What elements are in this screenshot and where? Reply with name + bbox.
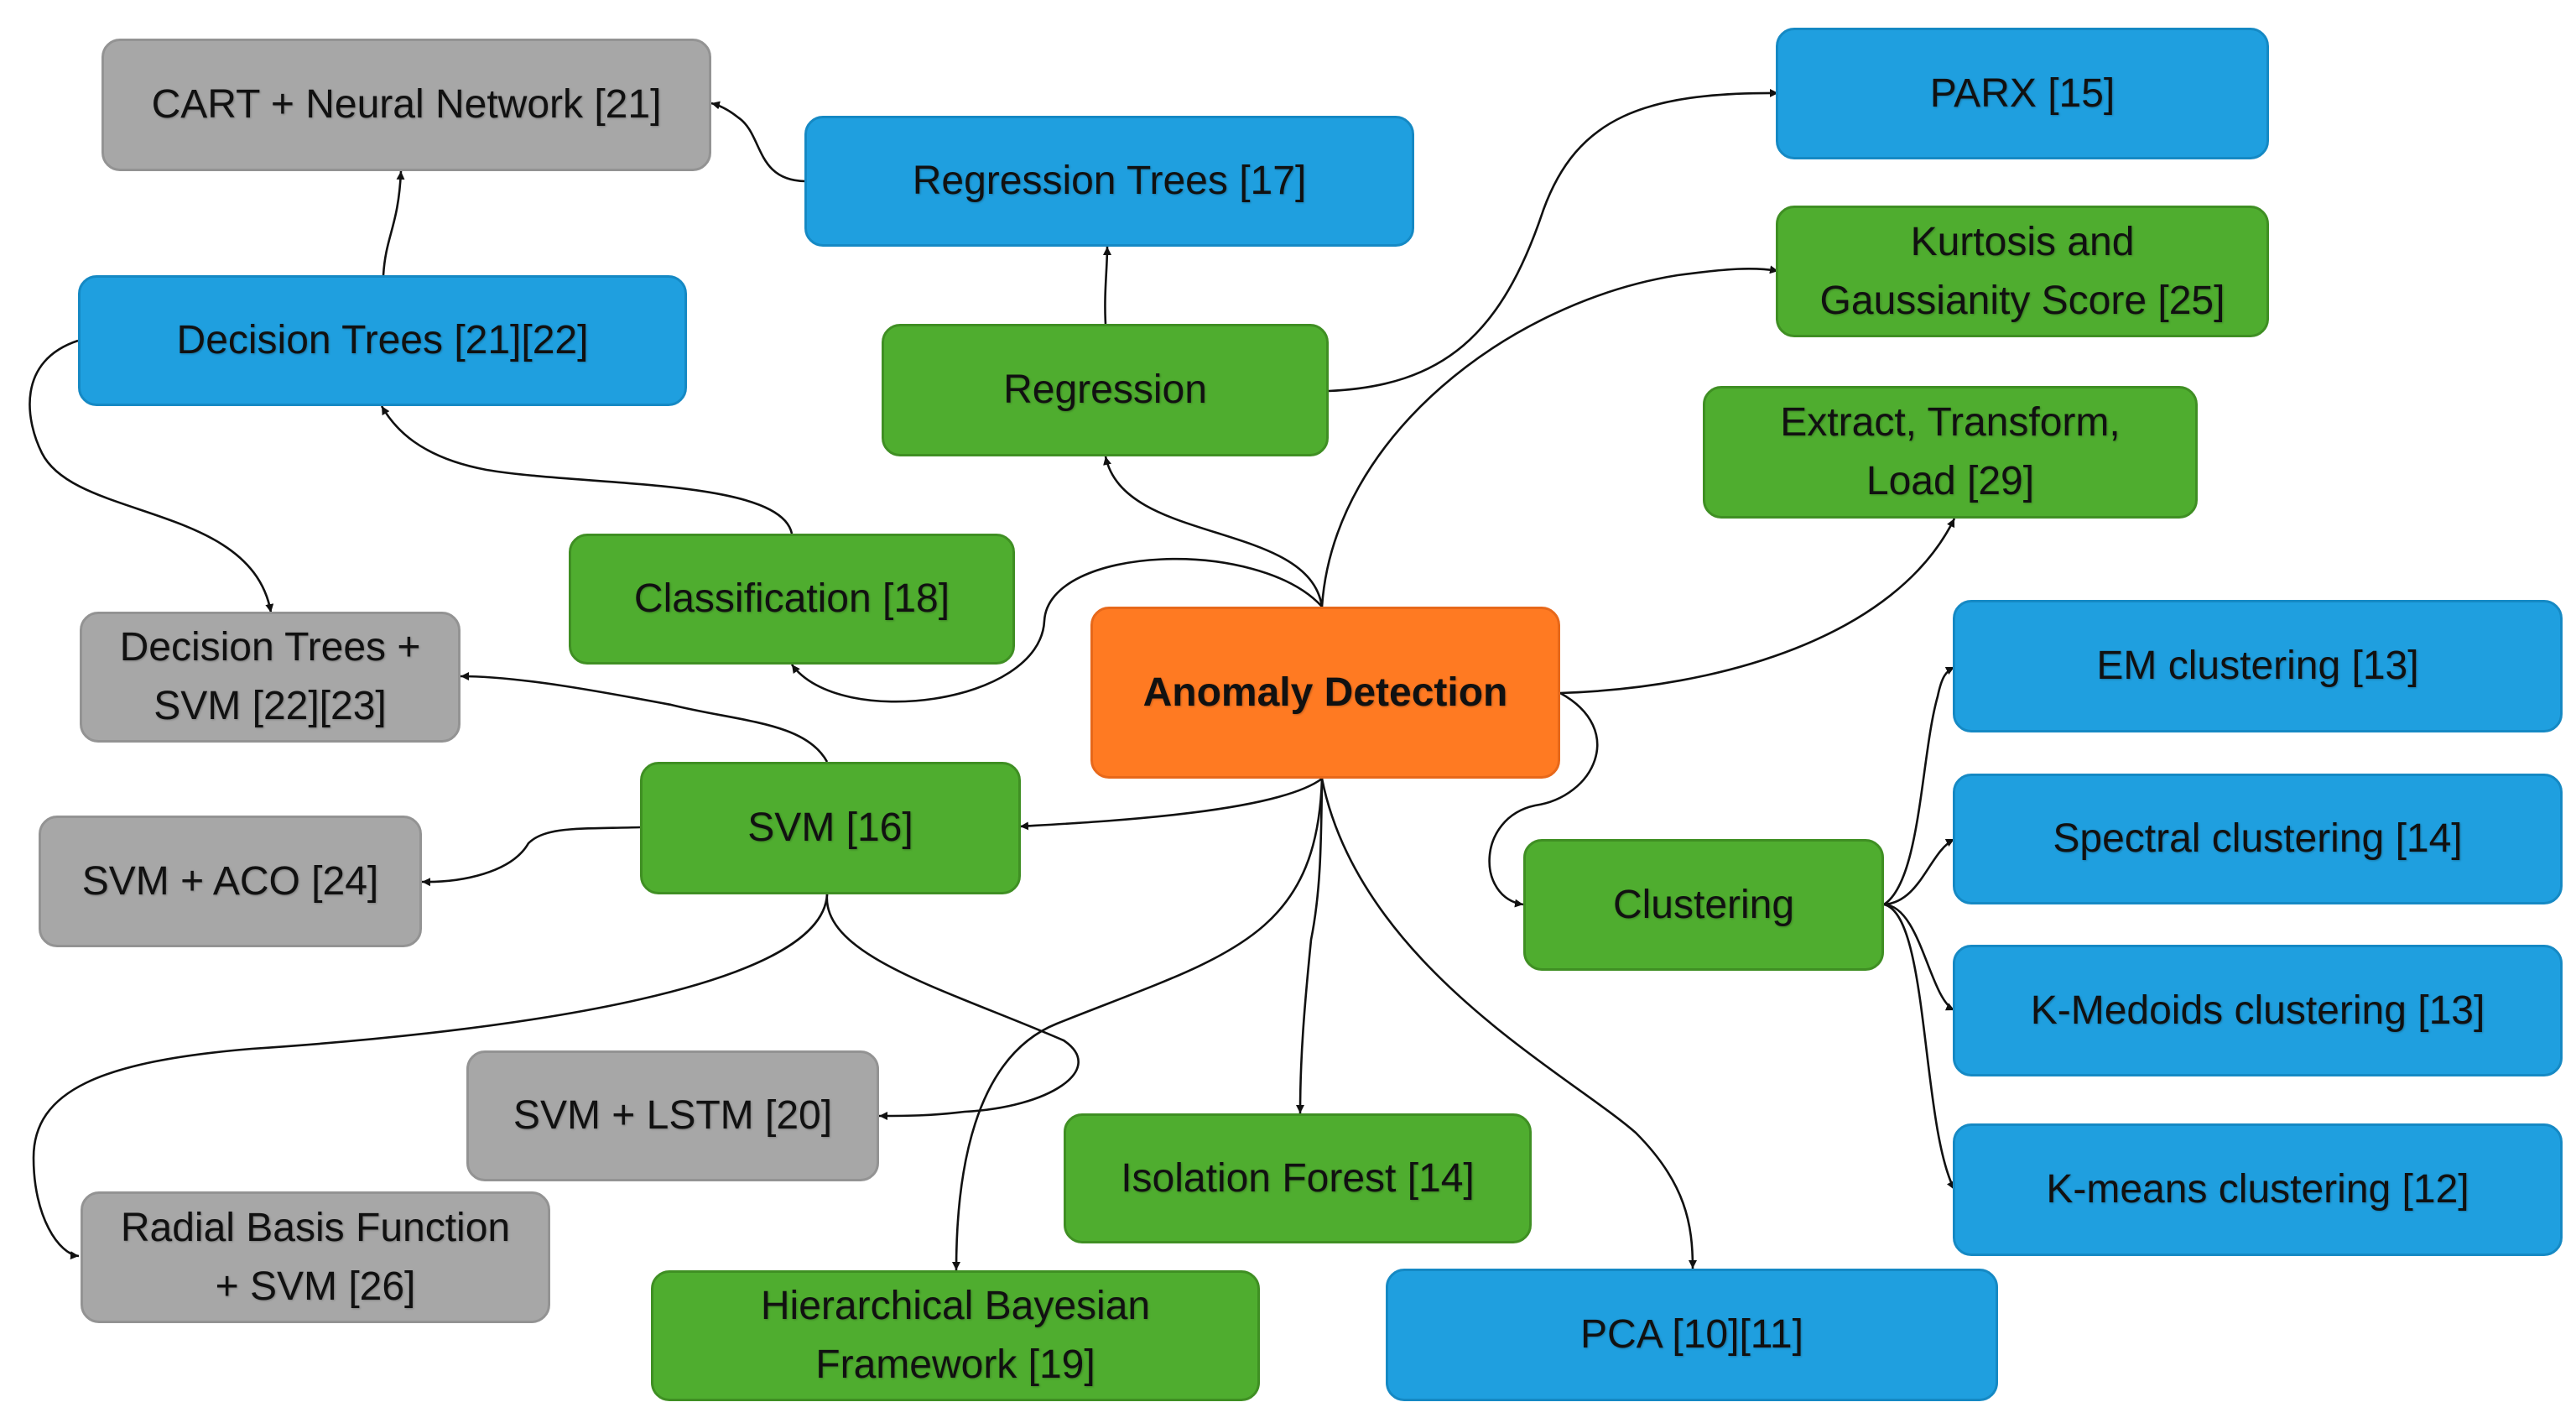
edge-ad-hierarchical-bayesian: [952, 778, 1324, 1271]
node-radial-basis-svm: Radial Basis Function + SVM [26]: [81, 1191, 550, 1323]
edge-ad-kurtosis: [1320, 265, 1779, 607]
edge-ad-pca: [1320, 778, 1697, 1269]
edge-classification-decision-trees: [380, 405, 794, 534]
node-regression-trees: Regression Trees [17]: [804, 116, 1414, 247]
node-spectral-clustering: Spectral clustering [14]: [1953, 774, 2563, 904]
node-regression: Regression: [882, 324, 1329, 456]
node-cart-neural-network: CART + Neural Network [21]: [101, 39, 711, 171]
node-svm: SVM [16]: [640, 762, 1021, 894]
edge-ad-svm: [1019, 777, 1323, 831]
edge-decision-trees-dt-svm: [29, 339, 274, 613]
edge-svm-svm-aco: [421, 826, 641, 887]
edge-svm-svm-lstm: [825, 894, 1080, 1120]
edge-decision-trees-cart-nn: [382, 170, 405, 276]
node-pca: PCA [10][11]: [1386, 1269, 1998, 1401]
edge-regression-regression-trees: [1102, 246, 1111, 325]
node-decision-trees-svm: Decision Trees + SVM [22][23]: [80, 612, 461, 743]
node-svm-aco: SVM + ACO [24]: [39, 816, 422, 947]
edge-ad-isolation-forest: [1296, 778, 1324, 1114]
node-clustering: Clustering: [1523, 839, 1884, 971]
edge-svm-rbf-svm: [32, 894, 829, 1260]
node-decision-trees: Decision Trees [21][22]: [78, 275, 687, 406]
edge-clustering-spectral: [1883, 837, 1955, 906]
edge-regression-trees-cart-nn: [710, 101, 806, 183]
node-extract-transform-load: Extract, Transform, Load [29]: [1703, 386, 2198, 519]
node-anomaly-detection: Anomaly Detection: [1090, 607, 1560, 779]
edge-clustering-em: [1883, 665, 1955, 906]
node-k-means-clustering: K-means clustering [12]: [1953, 1123, 2563, 1256]
edge-clustering-kmeans: [1883, 903, 1956, 1191]
edge-ad-classification: [790, 557, 1323, 703]
node-isolation-forest: Isolation Forest [14]: [1064, 1113, 1532, 1243]
edge-ad-etl: [1559, 518, 1956, 695]
node-hierarchical-bayesian: Hierarchical Bayesian Framework [19]: [651, 1270, 1260, 1401]
edge-ad-regression: [1103, 456, 1324, 607]
node-classification: Classification [18]: [569, 534, 1015, 665]
node-svm-lstm: SVM + LSTM [20]: [466, 1050, 879, 1181]
edge-ad-clustering: [1488, 691, 1599, 908]
edge-regression-parx: [1328, 88, 1779, 393]
edge-svm-dt-svm: [460, 672, 829, 763]
node-k-medoids-clustering: K-Medoids clustering [13]: [1953, 945, 2563, 1076]
node-parx: PARX [15]: [1776, 28, 2269, 159]
node-kurtosis-gaussianity: Kurtosis and Gaussianity Score [25]: [1776, 206, 2269, 337]
node-em-clustering: EM clustering [13]: [1953, 600, 2563, 732]
edge-clustering-kmedoids: [1883, 903, 1955, 1012]
